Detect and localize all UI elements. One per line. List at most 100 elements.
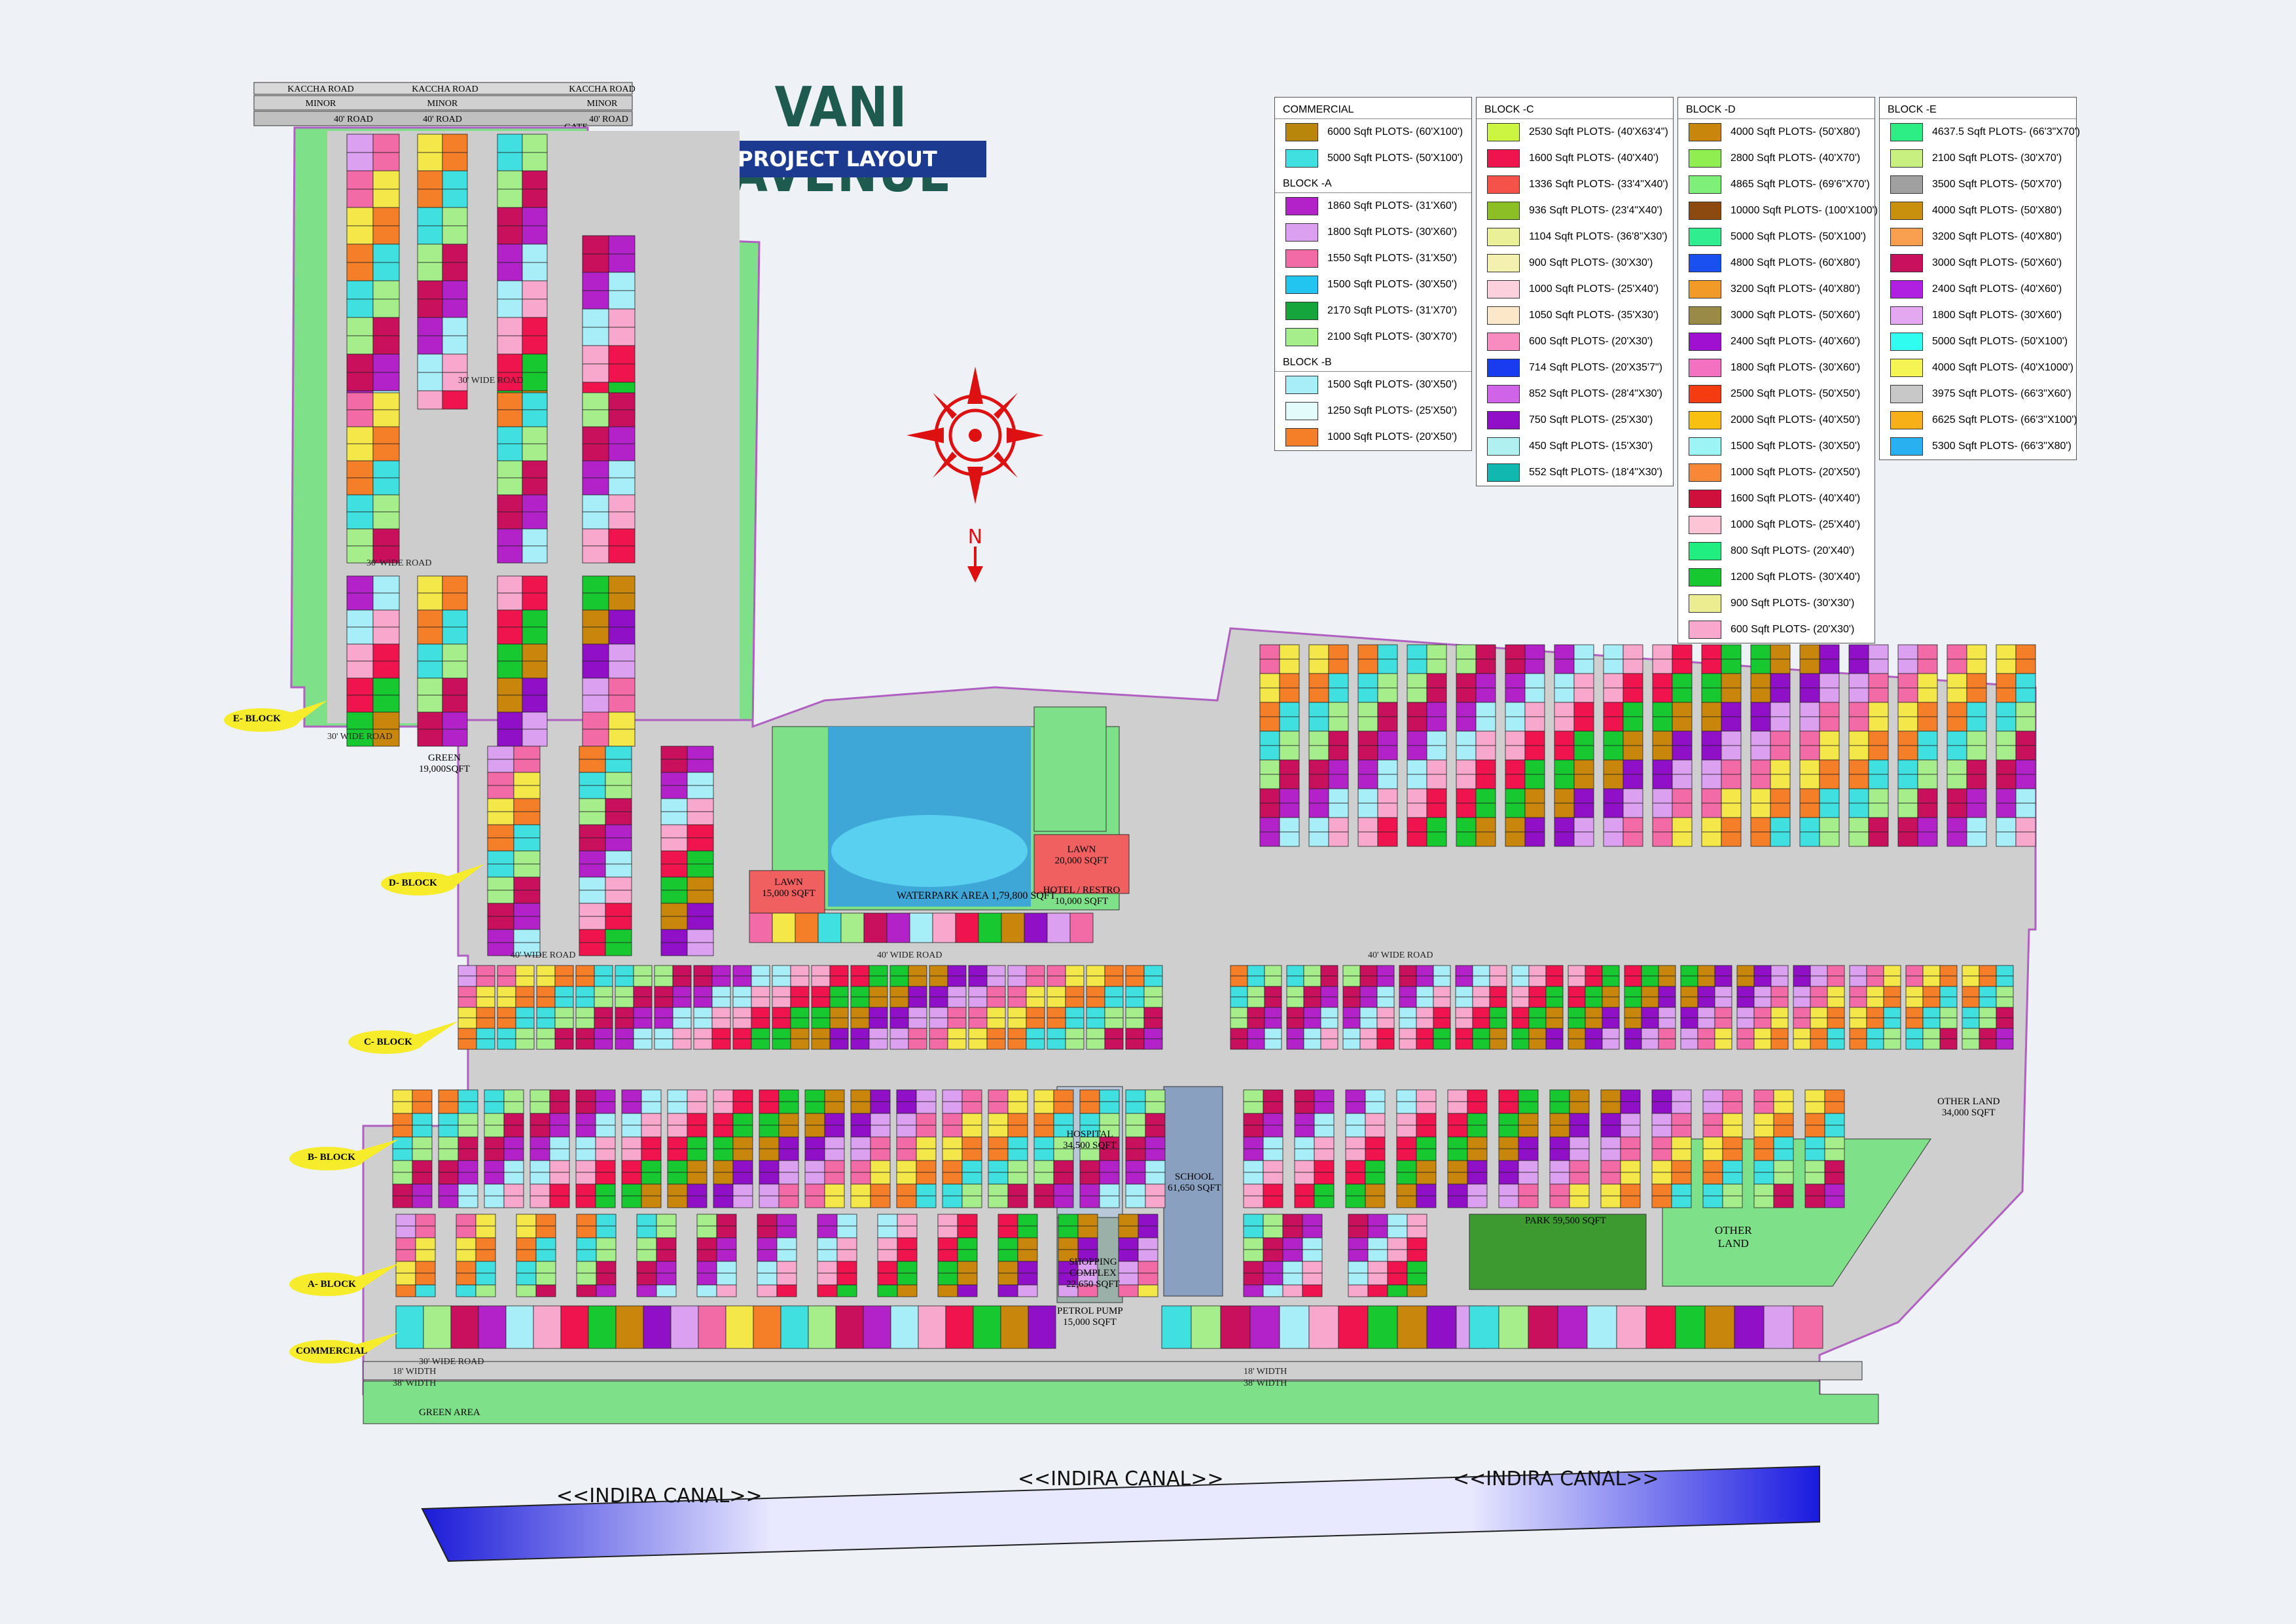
legend-swatch (1689, 254, 1721, 272)
plot-tile (1554, 644, 1575, 660)
plot-tile (1917, 702, 1938, 717)
plot-tile (1143, 965, 1163, 977)
plot-tile (1905, 965, 1924, 977)
plot-tile (1359, 975, 1378, 987)
plot-tile (1569, 1183, 1590, 1197)
plot-tile (1342, 1017, 1361, 1029)
plot-tile (1220, 1305, 1251, 1349)
plot-tile (1585, 1038, 1603, 1050)
plot-tile (1243, 1272, 1264, 1286)
plot-tile (1652, 817, 1673, 833)
plot-tile (1554, 745, 1575, 761)
plot-tile (850, 1172, 871, 1185)
plot-tile (579, 890, 606, 904)
plot-tile (595, 1089, 616, 1102)
plot-tile (1996, 788, 2017, 804)
plot-tile (595, 1195, 616, 1208)
plot-tile (1357, 673, 1378, 689)
plot-tile (732, 1172, 753, 1185)
legend-item: 4000 Sqft PLOTS- (50'X80') (1880, 198, 2076, 224)
plot-tile (1007, 1028, 1027, 1039)
plot-tile (1489, 986, 1507, 998)
plot-tile (1077, 1214, 1098, 1227)
plot-tile (579, 876, 606, 891)
plot-tile (1472, 1028, 1490, 1039)
plot-tile (1053, 1195, 1074, 1208)
plot-tile (751, 996, 770, 1008)
plot-tile (757, 1237, 778, 1250)
plot-tile (641, 1136, 662, 1149)
plot-tile (1475, 673, 1496, 689)
legend-item: 600 Sqft PLOTS- (20'X30') (1477, 329, 1673, 355)
plot-tile (1549, 1195, 1570, 1208)
plot-tile (1345, 1113, 1366, 1126)
plot-tile (1053, 1160, 1074, 1173)
plot-tile (1000, 1305, 1029, 1349)
plot-tile (595, 1101, 616, 1114)
plot-tile (497, 134, 523, 153)
plot-tile (759, 1125, 780, 1138)
plot-tile (1426, 702, 1447, 717)
plot-tile (1357, 774, 1378, 789)
plot-tile (1407, 788, 1427, 804)
plot-tile (757, 1261, 778, 1274)
plot-tile (1810, 975, 1828, 987)
plot-tile (2015, 817, 2036, 833)
plot-tile (1623, 774, 1643, 789)
legend-label: 1550 Sqft PLOTS- (31'X50') (1327, 253, 1458, 264)
plot-tile (438, 1183, 459, 1197)
plot-tile (1770, 644, 1791, 660)
plot-tile (1387, 1261, 1408, 1274)
plot-tile (1243, 1183, 1264, 1197)
plot-tile (896, 1136, 917, 1149)
plot-tile (687, 1136, 708, 1149)
plot-tile (417, 335, 443, 355)
plot-tile (1359, 1017, 1378, 1029)
plot-tile (582, 677, 609, 696)
plot-tile (1545, 1028, 1564, 1039)
plot-tile (1314, 1125, 1335, 1138)
legend-swatch (1890, 359, 1923, 377)
plot-tile (1620, 1183, 1641, 1197)
plot-tile (457, 1195, 478, 1208)
plot-tile (575, 1172, 596, 1185)
plot-tile (1917, 803, 1938, 818)
plot-tile (667, 1125, 688, 1138)
plot-tile (1475, 817, 1496, 833)
plot-tile (1259, 731, 1280, 746)
plot-tile (1701, 673, 1722, 689)
plot-tile (1365, 1113, 1386, 1126)
plot-tile (1302, 1284, 1323, 1297)
plot-tile (1407, 1214, 1427, 1227)
plot-tile (516, 1237, 537, 1250)
plot-tile (1377, 788, 1398, 804)
plot-tile (608, 392, 636, 410)
plot-tile (870, 1148, 891, 1161)
plot-tile (654, 1028, 673, 1039)
plot-tile (529, 1101, 550, 1114)
plot-tile (1416, 1113, 1437, 1126)
plot-tile (1387, 1249, 1408, 1262)
plot-tile (1143, 975, 1163, 987)
plot-tile (1672, 788, 1693, 804)
plot-tile (1416, 1136, 1437, 1149)
plot-tile (582, 575, 609, 594)
plot-tile (1554, 788, 1575, 804)
plot-tile (1407, 831, 1427, 847)
plot-tile (1979, 975, 1997, 987)
legend-swatch (1487, 359, 1520, 377)
plot-tile (804, 1172, 825, 1185)
plot-tile (1675, 1305, 1706, 1349)
plot-tile (1359, 1028, 1378, 1039)
plot-tile (896, 1125, 917, 1138)
plot-tile (1243, 1284, 1264, 1297)
plot-tile (417, 390, 443, 410)
legend-swatch (1487, 333, 1520, 351)
plot-tile (1962, 1028, 1980, 1039)
plot-tile (582, 235, 609, 255)
plot-tile (549, 1089, 570, 1102)
plot-tile (1065, 1017, 1085, 1029)
plot-tile (608, 409, 636, 427)
plot-tile (1545, 1017, 1564, 1029)
plot-tile (897, 1214, 918, 1227)
